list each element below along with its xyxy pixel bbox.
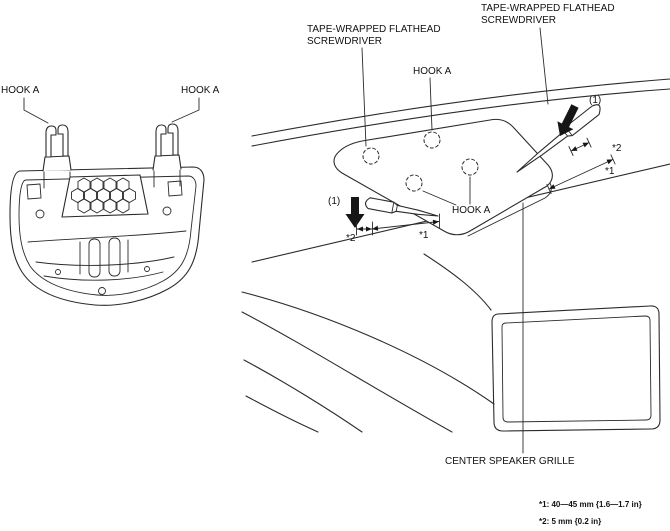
screwdriver-right-icon bbox=[516, 104, 601, 173]
step-callout-right: (1) bbox=[589, 95, 602, 106]
tape-screwdriver-label-right: TAPE-WRAPPED FLATHEAD SCREWDRIVER bbox=[481, 3, 615, 26]
hook-a-label-bottom: HOOK A bbox=[452, 205, 491, 216]
hook-location-circle bbox=[405, 174, 423, 192]
screwdriver-left-icon bbox=[365, 197, 439, 217]
tape-screwdriver-label-left-line2: SCREWDRIVER bbox=[307, 35, 383, 47]
display-opening bbox=[491, 305, 661, 432]
dim-label-1-left: *1 bbox=[419, 230, 429, 241]
dimension-left bbox=[356, 213, 440, 236]
footnote-2: *2: 5 mm {0.2 in} bbox=[539, 517, 602, 526]
press-arrow-left-icon bbox=[345, 197, 365, 228]
dim-label-1-right: *1 bbox=[605, 166, 615, 177]
step-callout-left: (1) bbox=[328, 196, 341, 207]
cowl-lines bbox=[251, 78, 670, 147]
leader-lines bbox=[23, 27, 549, 454]
center-speaker-grille-label: CENTER SPEAKER GRILLE bbox=[445, 456, 575, 467]
dimension-right bbox=[546, 137, 616, 195]
grille-inner-line bbox=[18, 175, 197, 296]
honeycomb-grid bbox=[61, 174, 149, 218]
press-arrow-right-icon bbox=[557, 104, 579, 136]
hook-location-circles bbox=[362, 131, 479, 192]
tape-screwdriver-label-left-line1: TAPE-WRAPPED FLATHEAD bbox=[307, 24, 441, 35]
tape-screwdriver-label-right-line2: SCREWDRIVER bbox=[481, 14, 557, 26]
hook-clip-right bbox=[152, 123, 182, 188]
hook-location-circle bbox=[362, 147, 380, 165]
dim-label-2-right: *2 bbox=[612, 143, 622, 154]
speaker-grille-panel bbox=[333, 118, 553, 236]
grille-outline bbox=[9, 166, 205, 306]
footnote-1: *1: 40—45 mm {1.6—1.7 in} bbox=[539, 500, 642, 509]
hook-location-circle bbox=[461, 158, 479, 176]
grille-details bbox=[26, 180, 187, 295]
tape-screwdriver-label-right-line1: TAPE-WRAPPED FLATHEAD bbox=[481, 3, 615, 14]
hook-a-label-left-2: HOOK A bbox=[181, 85, 220, 96]
hook-a-label-left-1: HOOK A bbox=[1, 85, 40, 96]
footnotes: *1: 40—45 mm {1.6—1.7 in} *2: 5 mm {0.2 … bbox=[539, 496, 642, 530]
left-view-grille-bottom bbox=[9, 123, 205, 306]
right-view-installation bbox=[23, 27, 670, 454]
hook-location-circle bbox=[423, 131, 441, 149]
tape-screwdriver-label-left: TAPE-WRAPPED FLATHEAD SCREWDRIVER bbox=[307, 24, 441, 47]
dim-label-2-left: *2 bbox=[346, 233, 356, 244]
hook-a-label-top: HOOK A bbox=[413, 66, 452, 77]
